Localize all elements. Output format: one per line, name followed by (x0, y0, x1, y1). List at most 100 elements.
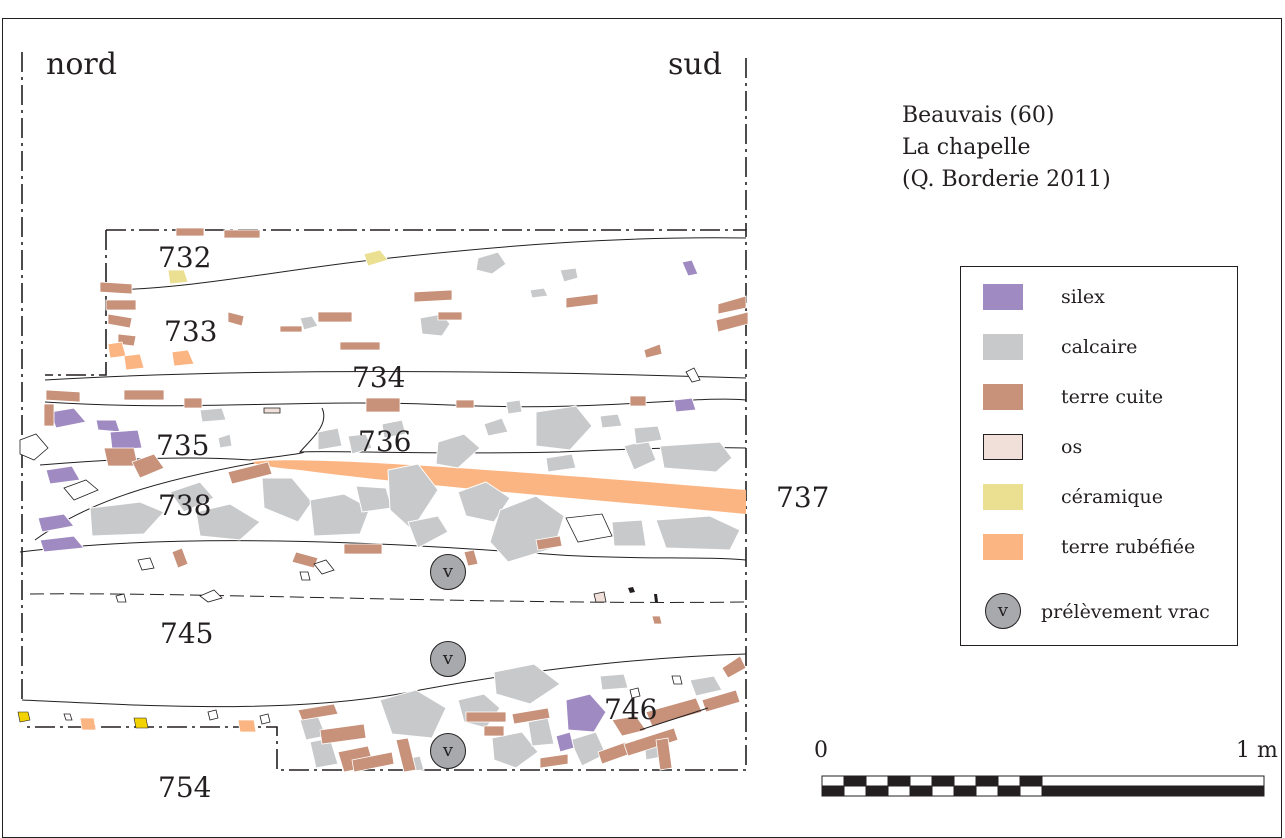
terre-cuite-fragment (465, 711, 507, 723)
legend-label-silex: silex (1061, 286, 1105, 308)
silex-fragment (555, 731, 575, 753)
terre-cuite-fragment (171, 547, 189, 569)
calcaire-stone (355, 485, 393, 513)
terre-cuite-fragment (437, 311, 463, 321)
terre-cuite-fragment (715, 311, 749, 333)
calcaire-stone (169, 481, 215, 513)
silex-fragment (673, 397, 697, 413)
legend-label-sample: prélèvement vrac (1041, 601, 1210, 623)
calcaire-stone (633, 425, 663, 445)
terre-cuite-fragment (721, 655, 747, 679)
legend-item-ceramique (983, 483, 1023, 511)
terre-cuite-fragment (123, 389, 165, 401)
calcaire-stone (659, 441, 733, 473)
excavation-limit (22, 229, 747, 771)
terre-cuite-fragment (395, 737, 417, 773)
swatch-silex (983, 284, 1023, 310)
terre-cuite-fragment (643, 343, 663, 359)
silex-fragment (39, 535, 85, 553)
scale-start-label: 0 (814, 738, 828, 763)
pebble-outline (199, 589, 223, 603)
site-name: Beauvais (60) (902, 103, 1055, 128)
pebble-outline (299, 571, 311, 581)
layer-label-734: 734 (352, 361, 406, 394)
calcaire-stone (309, 493, 371, 537)
terre-cuite-fragment (339, 341, 381, 351)
silex-fragment (681, 259, 699, 277)
calcaire-stone (317, 427, 343, 451)
terre-cuite-fragment (611, 715, 647, 737)
terre-cuite-fragment (99, 281, 133, 295)
calcaire-stone (407, 515, 449, 549)
terre-cuite-fragment (183, 397, 203, 409)
site-author: (Q. Borderie 2011) (902, 167, 1111, 192)
calcaire-stone (299, 315, 319, 331)
calcaire-stone (529, 287, 549, 299)
calcaire-stone (457, 693, 501, 729)
terre-cuite-fragment (651, 615, 663, 625)
calcaire-stone (381, 419, 407, 439)
pebble-outline (685, 367, 701, 383)
pebble-outline (63, 713, 73, 721)
terre-cuite-fragment (45, 389, 81, 403)
interface-738-745 (19, 540, 747, 561)
terre-cuite-fragment (319, 723, 367, 745)
calcaire-stone (623, 439, 657, 471)
swatch-terre-cuite (983, 384, 1023, 410)
terre-cuite-fragment (131, 453, 165, 479)
calcaire-stone (491, 731, 539, 769)
ceramique-sherd (17, 711, 31, 723)
calcaire-stone (505, 399, 523, 415)
excavation-limit (45, 230, 107, 376)
ceramique-sherd (133, 717, 149, 729)
legend-item-silex (983, 283, 1023, 311)
layer-label-754: 754 (158, 771, 212, 804)
swatch-ceramique (983, 484, 1023, 510)
sample-marker: v (430, 641, 466, 677)
legend-item-calcaire (983, 333, 1023, 361)
terre-cuite-fragment (227, 311, 245, 327)
terre-cuite-fragment (107, 313, 133, 329)
calcaire-stone (195, 503, 261, 541)
legend-label-ceramique: céramique (1061, 486, 1164, 508)
terre-cuite-fragment (317, 311, 353, 323)
interface-735-738 (39, 451, 304, 466)
calcaire-stone (347, 433, 373, 455)
calcaire-stone (199, 407, 227, 423)
terre-cuite-fragment (351, 751, 395, 773)
calcaire-stone (261, 477, 313, 523)
pebble-outline (565, 513, 613, 543)
os-fragment (593, 591, 607, 603)
layer-label-745: 745 (160, 617, 214, 650)
calcaire-stone (217, 433, 233, 449)
scale-end-label: 1 m (1236, 738, 1278, 763)
terre-cuite-fragment (565, 293, 599, 309)
stratigraphic-section (17, 52, 1265, 797)
pebble-outline (671, 675, 683, 685)
terre-cuite-fragment (483, 725, 505, 737)
terre-rubefiee-patch (79, 717, 97, 731)
terre-cuite-fragment (539, 753, 569, 769)
terre-rubefiee-patch (123, 353, 145, 371)
terre-cuite-fragment (413, 289, 453, 303)
sample-marker: v (430, 554, 466, 590)
interface-745-dashed (29, 593, 747, 603)
calcaire-stone (599, 413, 623, 429)
terre-cuite-fragment (279, 325, 303, 333)
calcaire-stone (493, 663, 561, 705)
silex-fragment (95, 419, 121, 433)
terre-cuite-fragment (43, 403, 55, 427)
scale-bar (821, 775, 1265, 797)
legend-label-terre-rubefiee: terre rubéfiée (1061, 536, 1196, 558)
silex-fragment (49, 407, 87, 429)
legend-item-terre-rubefiee (983, 533, 1023, 561)
interface-732-733 (111, 237, 747, 291)
pebble-outline (207, 709, 219, 721)
interface-745-746 (21, 653, 747, 708)
legend-item-terre-cuite (983, 383, 1023, 411)
site-title: Beauvais (60) La chapelle (Q. Borderie 2… (902, 100, 1111, 196)
legend-sample-marker: v (985, 593, 1021, 629)
interface-733-734 (44, 371, 747, 381)
os-fragment (263, 407, 281, 414)
terre-cuite-fragment (655, 737, 673, 771)
